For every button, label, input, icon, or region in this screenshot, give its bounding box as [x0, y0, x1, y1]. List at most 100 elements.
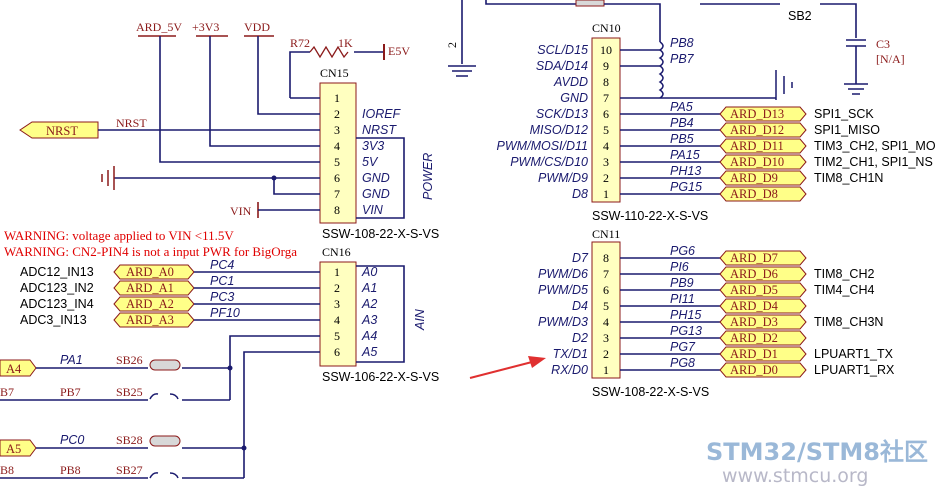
cn11-part: SSW-108-22-X-S-VS [592, 385, 709, 399]
cn10-pin-name: GND [560, 91, 588, 105]
cn16-pin-name: A2 [361, 297, 377, 311]
cn10-pin-num: 1 [603, 187, 609, 201]
top-right-circuit: 2 SB2 C3 [N/A] [445, 0, 905, 95]
cn15-pin-name: GND [362, 187, 390, 201]
a5-tag [0, 439, 37, 457]
cn11-net-tag-text: ARD_D5 [730, 283, 778, 297]
cn15-pin-name: IOREF [362, 107, 402, 121]
cn16-pin-name: A4 [361, 329, 377, 343]
cn10-func: TIM2_CH1, SPI1_NS [814, 155, 933, 169]
cn16-pin-num: 4 [334, 313, 340, 327]
cn10-pin-name: SCL/D15 [537, 43, 588, 57]
cn10-pin-name: PWM/MOSI/D11 [497, 139, 588, 153]
cn11-net-name: PG8 [670, 356, 695, 370]
cn11-net-tag [719, 346, 807, 362]
cn11-net-tag [719, 266, 807, 282]
ground-symbol-right [844, 83, 868, 95]
cn10-net-tag-text: ARD_D10 [730, 155, 784, 169]
cn10-ref: CN10 [592, 21, 621, 35]
cn10-pin-name: AVDD [553, 75, 588, 89]
pa1-net: PA1 [60, 353, 83, 367]
cn11-net-name: PG13 [670, 324, 702, 338]
cn11-net-name: PG7 [670, 340, 696, 354]
cn16-pin-name: A1 [361, 281, 377, 295]
cn15-pin-num: 7 [334, 187, 340, 201]
cn11-pin-name: D2 [572, 331, 588, 345]
cn10-pin-name: D8 [572, 187, 588, 201]
cn10-pin-name: PWM/CS/D10 [510, 155, 588, 169]
sb27-bridge [149, 472, 179, 479]
cn11-pin-name: PWM/D3 [538, 315, 588, 329]
top-two: 2 [445, 42, 459, 48]
cn10-pin-num: 5 [603, 123, 609, 137]
cn16-ref: CN16 [322, 245, 351, 259]
cn10-pin-num: 7 [603, 91, 609, 105]
cn15-ref: CN15 [320, 66, 349, 80]
cn11-pin-num: 1 [603, 363, 609, 377]
cn10-pin-num: 9 [603, 59, 609, 73]
cn11-func: TIM4_CH4 [814, 283, 874, 297]
pc0-net: PC0 [60, 433, 84, 447]
r72-label: R72 [290, 36, 310, 50]
cn11-pin-num: 7 [603, 267, 609, 281]
cn11-net-name: PB9 [670, 276, 694, 290]
r72-resistor [309, 45, 349, 59]
cn16-net-name: PF10 [210, 306, 240, 320]
cn11-net-tag-text: ARD_D1 [730, 347, 778, 361]
cn10-pin-num: 10 [600, 43, 612, 57]
cn10-net-tag [719, 138, 807, 154]
cn10-net-tag [719, 154, 807, 170]
cn16-net-name: PC4 [210, 258, 234, 272]
cn11-net-tag [719, 330, 807, 346]
cn16-body [319, 261, 357, 367]
a4-text: A4 [6, 362, 22, 376]
cn11-pin-num: 5 [603, 299, 609, 313]
cn10-pin-name: SDA/D14 [536, 59, 588, 73]
cn11-pin-name: D4 [572, 299, 588, 313]
cn10-crossover [658, 41, 664, 99]
cn10-part: SSW-110-22-X-S-VS [592, 209, 708, 223]
cn11-net-tag [719, 298, 807, 314]
cn10-net-tag [719, 186, 807, 202]
cn16-pin-name: A3 [361, 313, 377, 327]
cn16-bracket [356, 265, 405, 363]
cn10-net-tag-text: ARD_D8 [730, 187, 778, 201]
a4-tag [0, 359, 37, 377]
cn15-pin-name: NRST [362, 123, 397, 137]
watermark-line1: STM32/STM8社区 [706, 438, 928, 466]
e5v-label: E5V [388, 44, 410, 58]
cn10-ground-symbol [775, 70, 793, 100]
cn15-group: POWER [421, 153, 435, 200]
cn10-net-name: PA15 [670, 148, 700, 162]
cn11-net-tag-text: ARD_D3 [730, 315, 778, 329]
cn15-pin-num: 6 [334, 171, 340, 185]
cn15-pin-num: 4 [334, 139, 340, 153]
cn11-pin-name: TX/D1 [553, 347, 588, 361]
cn10-net-name: PB4 [670, 116, 694, 130]
r72-value: 1K [338, 36, 353, 50]
cn10-net-tag [719, 122, 807, 138]
a5-text: A5 [6, 442, 21, 456]
pb7-net: PB7 [60, 385, 81, 399]
cn10-pin-num: 6 [603, 107, 609, 121]
cn11-pin-num: 3 [603, 331, 609, 345]
b8-text: B8 [0, 463, 14, 477]
cn10-net-tag-text: ARD_D9 [730, 171, 778, 185]
cn10-body [591, 37, 621, 203]
nrst-net: NRST [116, 116, 147, 130]
cn10-net-tag-text: ARD_D13 [730, 107, 784, 121]
cn15-pin-name: 5V [362, 155, 379, 169]
cn11-body [591, 241, 621, 379]
cn16-pin-name: A5 [361, 345, 377, 359]
cn10-net-tag-text: ARD_D12 [730, 123, 784, 137]
cn11-ref: CN11 [592, 227, 620, 241]
ground-symbol-left [448, 65, 476, 77]
cn10-net-tag [719, 170, 807, 186]
cn10-pin-num: 4 [603, 139, 609, 153]
cn16-net-tag-text: ARD_A1 [126, 281, 174, 295]
